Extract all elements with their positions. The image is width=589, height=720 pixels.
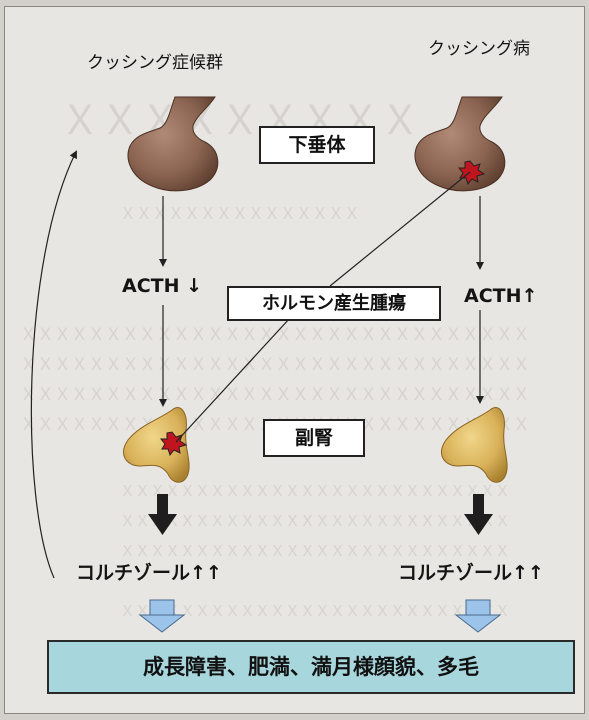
pointer-to-pituitary-tumor [329,171,471,287]
acth-increase-label: ACTH↑ [464,285,538,307]
pituitary-label-box: 下垂体 [259,126,375,164]
pituitary-right-icon [414,96,506,192]
title-cushing-syndrome: クッシング症候群 [87,53,223,73]
diagram-panel [4,6,585,714]
pituitary-tumor-icon [457,160,486,186]
cortisol-to-result-arrow-left [138,599,186,633]
adrenal-label-box: 副腎 [263,419,365,457]
adrenal-to-cortisol-arrow-left [148,494,177,535]
cortisol-left-label: コルチゾール↑↑ [76,562,222,584]
cortisol-right-label: コルチゾール↑↑ [398,562,544,584]
title-cushing-disease: クッシング病 [428,39,530,59]
feedback-arrow [30,150,77,579]
pituitary-left-icon [127,96,219,192]
adrenal-right-icon [441,407,508,483]
tumor-label-box: ホルモン産生腫瘍 [227,286,441,321]
acth-decrease-label: ACTH ↓ [122,275,203,297]
adrenal-left-icon [123,407,190,483]
cortisol-to-result-arrow-right [454,599,502,633]
pointer-to-adrenal-tumor [175,317,291,443]
symptoms-result-box: 成長障害、肥満、満月様顔貌、多毛 [47,640,575,694]
adrenal-to-cortisol-arrow-right [464,494,493,535]
